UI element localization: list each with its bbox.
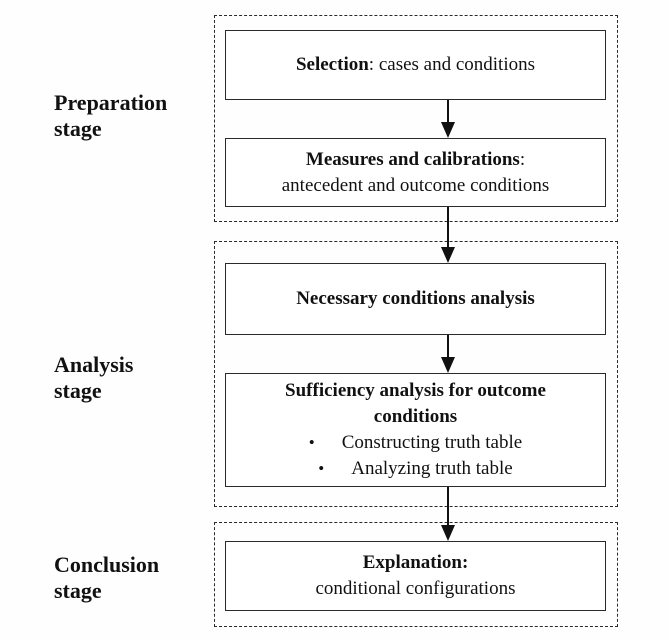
- box-measures-title-line: Measures and calibrations:: [306, 147, 525, 173]
- stage-label-line: stage: [54, 578, 102, 603]
- stage-label-preparation: Preparation stage: [54, 90, 167, 142]
- box-sufficiency-title-line1: Sufficiency analysis for outcome: [285, 380, 546, 401]
- bullet-icon: •: [318, 459, 325, 478]
- analysis-stage-group: [214, 241, 618, 507]
- bullet-item-text: Analyzing truth table: [351, 458, 513, 479]
- box-explanation-title: Explanation:: [362, 552, 469, 573]
- conclusion-stage-group: [214, 522, 618, 627]
- bullet-item: • Analyzing truth table: [318, 456, 512, 482]
- down-arrow-connector-3: [441, 335, 455, 373]
- bullet-item-text: Constructing truth table: [341, 432, 523, 453]
- box-sufficiency-analysis: Sufficiency analysis for outcome conditi…: [225, 373, 606, 487]
- stage-label-line: Conclusion: [54, 552, 160, 577]
- arrow-head-icon: [441, 247, 455, 263]
- box-measures-title: Measures and calibrations: [305, 148, 520, 170]
- stage-label-line: stage: [54, 378, 102, 403]
- box-measures-subtitle: antecedent and outcome conditions: [281, 174, 550, 196]
- arrow-stem: [447, 487, 449, 537]
- box-selection-text: Selection: cases and conditions: [296, 52, 535, 78]
- down-arrow-connector-2: [441, 207, 455, 263]
- arrow-head-icon: [441, 122, 455, 138]
- down-arrow-connector-1: [441, 100, 455, 138]
- stage-label-line: Analysis: [54, 352, 134, 377]
- stage-label-line: stage: [54, 116, 102, 141]
- box-necessary-conditions: Necessary conditions analysis: [225, 263, 606, 335]
- arrow-stem: [447, 207, 449, 259]
- arrow-stem: [447, 100, 449, 134]
- box-explanation-subtitle: conditional configurations: [315, 578, 516, 599]
- arrow-head-icon: [441, 357, 455, 373]
- box-selection-title: Selection: [295, 54, 369, 75]
- stage-label-line: Preparation: [54, 90, 168, 115]
- box-selection: Selection: cases and conditions: [225, 30, 606, 100]
- arrow-head-icon: [441, 525, 455, 541]
- box-measures-colon: :: [519, 148, 526, 170]
- box-explanation: Explanation: conditional configurations: [225, 541, 606, 611]
- box-sufficiency-title-line2: conditions: [373, 406, 458, 427]
- box-necessary-title: Necessary conditions analysis: [296, 288, 535, 309]
- bullet-item: • Constructing truth table: [309, 430, 522, 456]
- arrow-stem: [447, 335, 449, 369]
- preparation-stage-group: [214, 15, 618, 222]
- stage-label-analysis: Analysis stage: [54, 352, 133, 404]
- stage-label-conclusion: Conclusion stage: [54, 552, 159, 604]
- down-arrow-connector-4: [441, 487, 455, 541]
- bullet-icon: •: [308, 433, 315, 452]
- box-measures-calibrations: Measures and calibrations: antecedent an…: [225, 138, 606, 207]
- box-selection-subtitle: : cases and conditions: [368, 54, 536, 75]
